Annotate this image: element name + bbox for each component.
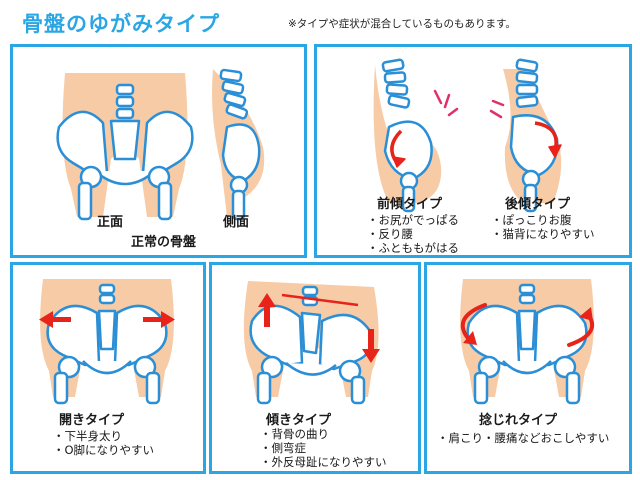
page-title: 骨盤のゆがみタイプ [22,12,220,36]
symptom-item: ・肩こり・腰痛などおこしやすい [437,431,610,445]
expand-arrows-icon [39,311,175,328]
normal-pelvis-illustration [56,68,265,221]
symptom-item: ・ふとももがはる [367,241,459,255]
forward-tilt-label: 前傾タイプ [377,197,443,212]
lean-type-illustration [243,281,380,405]
lean-type-symptoms: ・背骨の曲り ・側弯症 ・外反母趾になりやすい [260,427,387,469]
symptom-item: ・お尻がでっぱる [367,213,459,227]
backward-tilt-pelvis [503,58,562,213]
motion-marks-icon [433,89,505,119]
normal-pelvis-caption: 正常の骨盤 [131,235,197,250]
symptom-item: ・ぽっこりお腹 [491,213,572,227]
header-note: ※タイプや症状が混合しているものもあります。 [288,18,516,30]
open-type-symptoms: ・下半身太り ・O脚になりやすい [53,429,154,457]
symptom-item: ・下半身太り [53,429,122,443]
symptom-item: ・背骨の曲り [260,427,329,441]
forward-tilt-pelvis [373,58,442,213]
panel-twist-type: 捻じれタイプ ・肩こり・腰痛などおこしやすい [424,262,632,474]
open-type-label: 開きタイプ [59,413,125,428]
panel-tilt-types: 前傾タイプ ・お尻がでっぱる ・反り腰 ・ふとももがはる 後傾タイプ ・ぽっこり… [314,44,632,258]
panel-lean-type: 傾きタイプ ・背骨の曲り ・側弯症 ・外反母趾になりやすい [209,262,421,474]
side-view-pelvis [212,68,265,221]
symptom-item: ・O脚になりやすい [53,443,155,457]
tilt-line-icon [281,293,359,307]
symptom-item: ・側弯症 [260,441,306,455]
down-arrow-icon [362,329,380,363]
side-view-label: 側面 [223,215,250,230]
symptom-item: ・反り腰 [367,227,413,241]
symptom-item: ・猫背になりやすい [491,227,595,241]
front-view-label: 正面 [97,215,124,230]
backward-tilt-symptoms: ・ぽっこりお腹 ・猫背になりやすい [491,213,595,241]
twist-type-symptoms: ・肩こり・腰痛などおこしやすい [437,431,609,445]
panel-normal-pelvis: 正面 側面 正常の骨盤 [10,44,307,258]
open-type-illustration [39,279,175,405]
up-arrow-icon [258,293,276,327]
twist-type-illustration [460,279,594,405]
backward-tilt-label: 後傾タイプ [505,197,571,212]
tilt-types-illustration [373,58,562,213]
forward-tilt-symptoms: ・お尻がでっぱる ・反り腰 ・ふとももがはる [367,213,459,255]
panel-open-type: 開きタイプ ・下半身太り ・O脚になりやすい [10,262,206,474]
front-view-pelvis [56,73,194,221]
twist-type-label: 捻じれタイプ [479,413,558,428]
symptom-item: ・外反母趾になりやすい [260,455,387,469]
lean-type-label: 傾きタイプ [266,413,332,428]
